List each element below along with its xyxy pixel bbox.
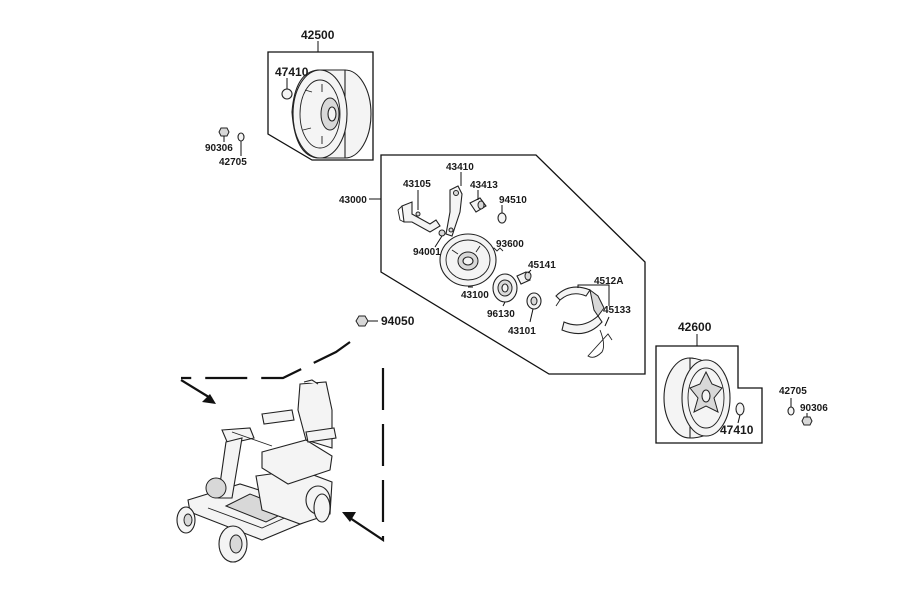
label-45133[interactable]: 45133 — [603, 305, 631, 316]
washer-right-icon — [787, 406, 795, 416]
label-43100[interactable]: 43100 — [461, 290, 489, 301]
bolt-94001-icon — [438, 229, 446, 237]
rear-wheel-left-icon — [291, 69, 372, 159]
mobility-scooter-icon — [176, 379, 337, 563]
brake-bracket-icon — [397, 201, 441, 233]
label-43105[interactable]: 43105 — [403, 179, 431, 190]
label-94001[interactable]: 94001 — [413, 247, 441, 258]
brake-lever-icon — [445, 185, 463, 237]
rear-wheel-right-icon — [663, 357, 731, 439]
label-42500[interactable]: 42500 — [301, 28, 335, 42]
rear-wheel-left-group: 42500 47410 — [267, 28, 374, 161]
washer-left-icon — [237, 132, 245, 142]
label-47410-right[interactable]: 47410 — [720, 423, 754, 437]
nut-right-icon — [801, 416, 813, 426]
callout-lines — [180, 341, 385, 543]
rear-wheel-right-group: 42600 47410 — [655, 320, 763, 444]
label-42705-left[interactable]: 42705 — [219, 157, 247, 168]
arrow-right-icon — [342, 512, 356, 522]
lever-pin-icon — [469, 197, 487, 213]
rear-wheel-left-frame — [267, 51, 374, 161]
axle-nut-group: 94050 — [355, 314, 415, 328]
label-42705-right[interactable]: 42705 — [779, 386, 807, 397]
hub-cap-left-icon — [281, 88, 293, 100]
label-90306-left[interactable]: 90306 — [205, 143, 233, 154]
e-clip-icon — [497, 212, 507, 224]
label-4512A[interactable]: 4512A — [594, 276, 623, 287]
left-hardware-group: 90306 42705 — [205, 127, 247, 168]
label-43410[interactable]: 43410 — [446, 162, 474, 173]
spring-45133-icon — [587, 329, 613, 358]
hub-cap-right-icon — [735, 402, 745, 416]
label-43101[interactable]: 43101 — [508, 326, 536, 337]
label-93600[interactable]: 93600 — [496, 239, 524, 250]
label-96130[interactable]: 96130 — [487, 309, 515, 320]
rear-wheel-right-frame — [655, 345, 763, 444]
brake-shoe-set-icon — [555, 286, 605, 335]
bearing-spacer-icon — [516, 271, 532, 285]
label-45141[interactable]: 45141 — [528, 260, 556, 271]
brake-drum-plate-icon — [439, 233, 497, 287]
label-90306-right[interactable]: 90306 — [800, 403, 828, 414]
label-43000[interactable]: 43000 — [339, 195, 367, 206]
bearing-icon — [492, 273, 518, 303]
label-94050[interactable]: 94050 — [381, 314, 415, 328]
nut-left-icon — [218, 127, 230, 137]
right-hardware-group: 42705 90306 — [779, 386, 828, 426]
brake-assembly-group: 43000 43105 43410 43413 94510 — [339, 154, 646, 375]
label-94510[interactable]: 94510 — [499, 195, 527, 206]
arrow-left-icon — [202, 394, 216, 404]
label-43413[interactable]: 43413 — [470, 180, 498, 191]
axle-nut-icon — [355, 315, 369, 327]
label-47410-left[interactable]: 47410 — [275, 65, 309, 79]
brake-assembly-frame — [380, 154, 646, 375]
collar-icon — [526, 292, 542, 310]
label-42600[interactable]: 42600 — [678, 320, 712, 334]
